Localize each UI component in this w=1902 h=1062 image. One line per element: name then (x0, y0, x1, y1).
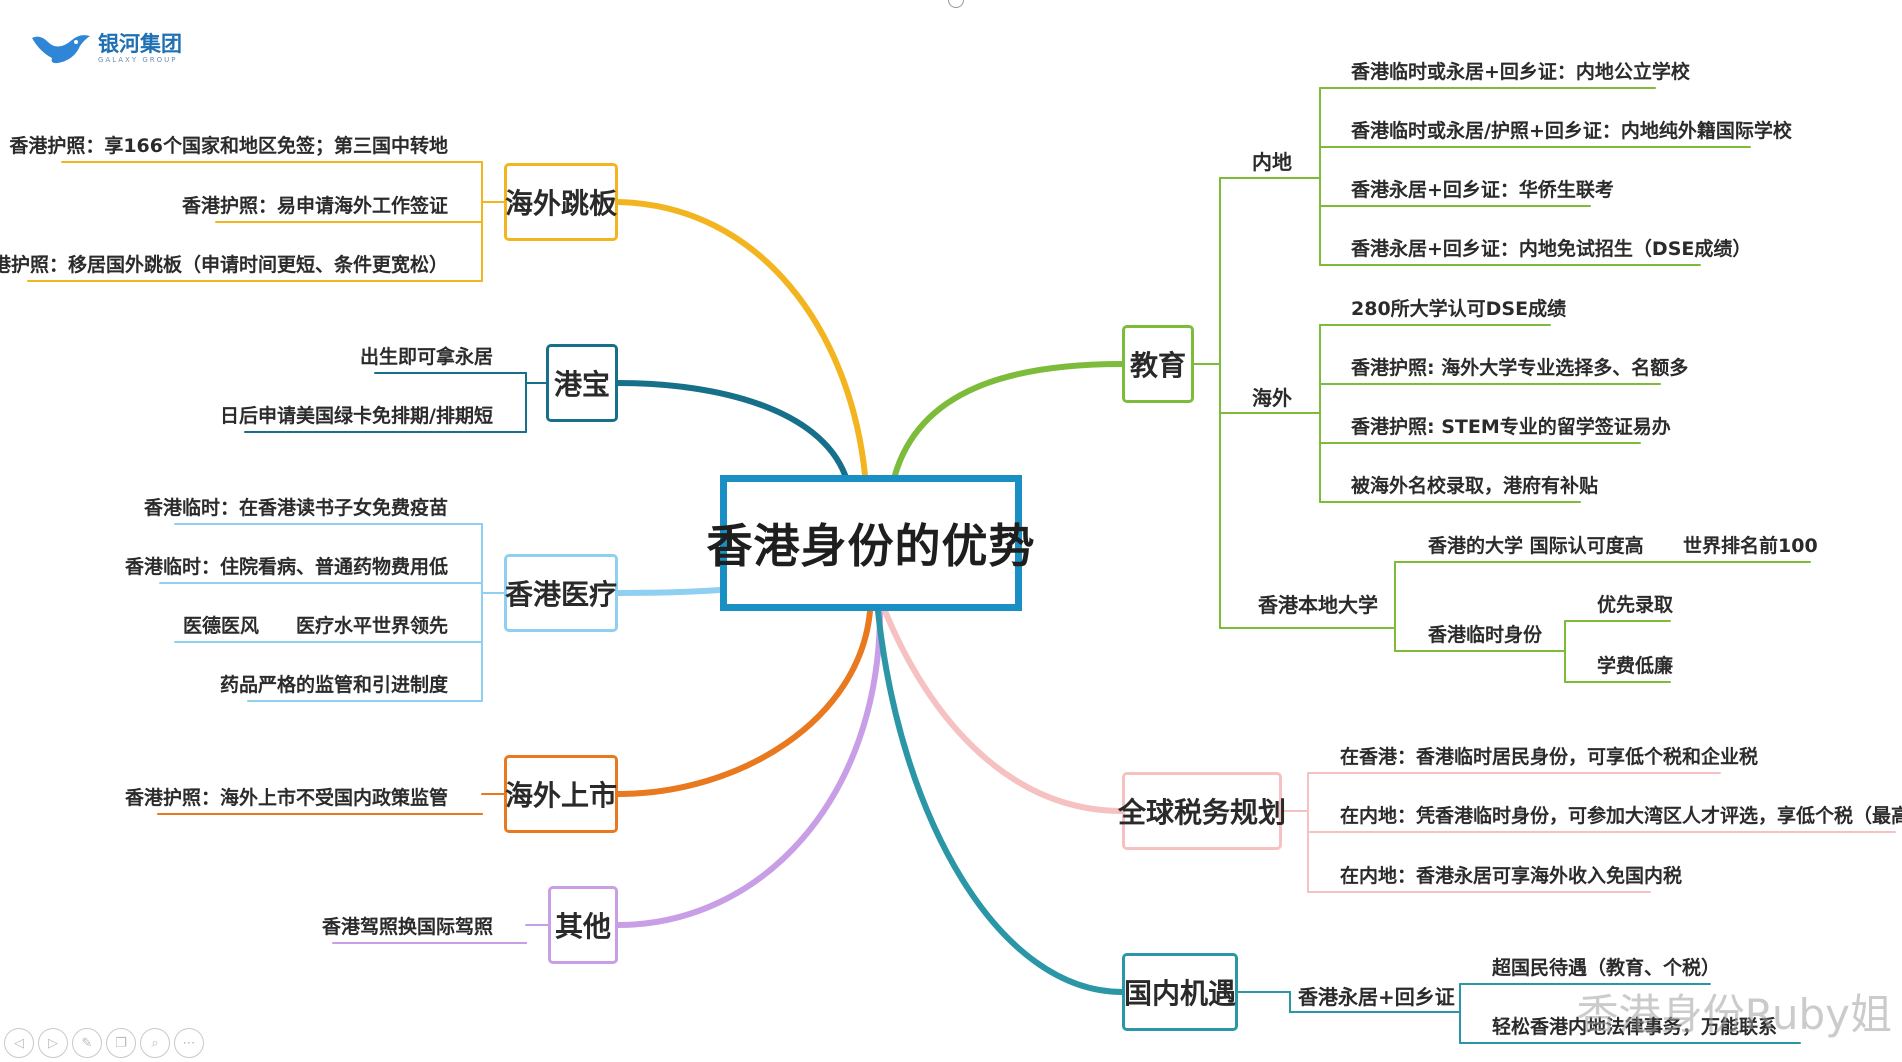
domestic-sub: 香港永居+回乡证 (1298, 985, 1455, 1009)
leaf-hk-univ-low-fee: 学费低廉 (1597, 655, 1674, 677)
curve-listing (615, 608, 873, 797)
curve-other (615, 608, 883, 928)
leaf-gangbao-2: 日后申请美国绿卡免排期/排期短 (220, 405, 493, 427)
leaf-medical-4: 医疗水平世界领先 (295, 615, 448, 637)
leaf-edu-overseas-1: 280所大学认可DSE成绩 (1351, 298, 1567, 320)
leaf-domestic-2: 轻松香港内地法律事务，万能联系 (1492, 1016, 1778, 1038)
curve-gangbao (615, 380, 848, 478)
branch-other[interactable]: 其他 (548, 886, 618, 964)
branch-gangbao[interactable]: 港宝 (546, 344, 618, 422)
back-icon[interactable]: ◁ (4, 1028, 34, 1058)
leaf-hk-univ-ranking: 世界排名前100 (1683, 535, 1818, 557)
leaf-listing-1: 香港护照：海外上市不受国内政策监管 (124, 787, 448, 809)
branch-domestic-opportunity[interactable]: 国内机遇 (1122, 953, 1238, 1031)
center-topic[interactable]: 香港身份的优势 (707, 475, 1035, 611)
zoom-icon[interactable]: ⌕ (140, 1028, 170, 1058)
branch-global-tax[interactable]: 全球税务规划 (1118, 772, 1286, 850)
leaf-medical-1: 香港临时：在香港读书子女免费疫苗 (143, 497, 448, 519)
leaf-tax-2: 在内地：凭香港临时身份，可参加大湾区人才评选，享低个税（最高15%） (1340, 805, 1902, 827)
edu-mainland: 内地 (1252, 150, 1292, 174)
copy-icon[interactable]: ❐ (106, 1028, 136, 1058)
leaf-other-1: 香港驾照换国际驾照 (321, 916, 493, 938)
edu-overseas: 海外 (1252, 386, 1292, 410)
leaf-edu-overseas-4: 被海外名校录取，港府有补贴 (1351, 475, 1599, 497)
leaf-edu-mainland-2: 香港临时或永居/护照+回乡证：内地纯外籍国际学校 (1351, 120, 1792, 142)
branch-overseas-springboard[interactable]: 海外跳板 (504, 163, 618, 241)
pen-icon[interactable]: ✎ (72, 1028, 102, 1058)
leaf-medical-2: 香港临时：住院看病、普通药物费用低 (124, 556, 448, 578)
more-icon[interactable]: ⋯ (174, 1028, 204, 1058)
leaf-edu-overseas-3: 香港护照: STEM专业的留学签证易办 (1351, 416, 1671, 438)
leaf-gangbao-1: 出生即可拿永居 (359, 346, 493, 368)
leaf-overseas-3: 香港护照：移居国外跳板（申请时间更短、条件更宽松） (0, 254, 448, 276)
leaf-edu-overseas-2: 香港护照: 海外大学专业选择多、名额多 (1351, 357, 1689, 379)
curve-education (892, 361, 1125, 478)
curve-domestic (875, 608, 1125, 995)
leaf-tax-1: 在香港：香港临时居民身份，可享低个税和企业税 (1340, 746, 1759, 768)
leaf-medical-5: 药品严格的监管和引进制度 (219, 674, 448, 696)
leaf-domestic-1: 超国民待遇（教育、个税） (1492, 957, 1721, 979)
curve-overseas (615, 199, 868, 478)
leaf-overseas-1: 香港护照：享166个国家和地区免签；第三国中转地 (9, 135, 448, 157)
branch-overseas-listing[interactable]: 海外上市 (504, 755, 618, 833)
branch-hk-medical[interactable]: 香港医疗 (504, 554, 618, 632)
leaf-tax-3: 在内地：香港永居可享海外收入免国内税 (1340, 865, 1683, 887)
galaxy-group-logo: 银河集团 GALAXY GROUP (30, 30, 182, 68)
slide-toolbar: ◁ ▷ ✎ ❐ ⌕ ⋯ (4, 1028, 204, 1058)
logo-name: 银河集团 (98, 32, 182, 56)
leaf-overseas-2: 香港护照：易申请海外工作签证 (181, 195, 448, 217)
edu-hk-university: 香港本地大学 (1258, 593, 1378, 617)
leaf-edu-mainland-3: 香港永居+回乡证：华侨生联考 (1351, 179, 1614, 201)
weibo-watermark: 香港身份Ruby姐 (1576, 990, 1892, 1039)
leaf-hk-univ-priority: 优先录取 (1597, 594, 1674, 616)
whale-logo-icon (32, 35, 90, 64)
branch-education[interactable]: 教育 (1122, 325, 1194, 403)
leaf-medical-3: 医德医风 (183, 615, 260, 637)
leaf-edu-mainland-4: 香港永居+回乡证：内地免试招生（DSE成绩） (1351, 238, 1752, 260)
forward-icon[interactable]: ▷ (38, 1028, 68, 1058)
logo-subtitle: GALAXY GROUP (98, 56, 178, 64)
leaf-edu-mainland-1: 香港临时或永居+回乡证：内地公立学校 (1351, 61, 1690, 83)
curve-medical (615, 587, 723, 596)
leaf-hk-univ-recognition: 香港的大学 国际认可度高 (1428, 535, 1644, 557)
leaf-hk-univ-temp: 香港临时身份 (1428, 624, 1543, 646)
curve-tax (882, 608, 1125, 814)
domestic-stem (1237, 991, 1461, 1013)
